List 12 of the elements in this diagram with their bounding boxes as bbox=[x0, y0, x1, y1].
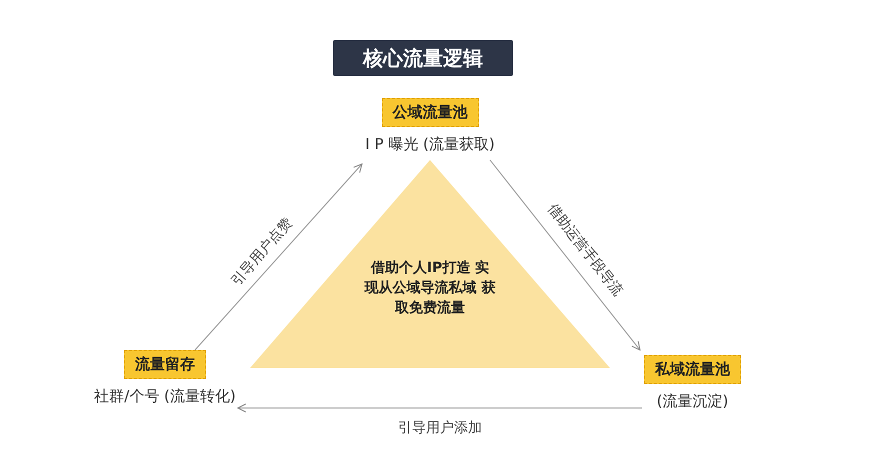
arrow bbox=[490, 160, 640, 350]
arrow bbox=[194, 164, 362, 350]
triangle-text: 借助个人IP打造 实现从公域导流私域 获取免费流量 bbox=[364, 258, 496, 318]
arrow bbox=[237, 404, 642, 412]
pool-tag: 公域流量池 bbox=[382, 98, 478, 127]
diagram-title: 核心流量逻辑 bbox=[333, 40, 513, 76]
pool-description: (流量沉淀) bbox=[656, 392, 728, 411]
edge-label: 引导用户添加 bbox=[396, 419, 484, 437]
pool-description: I P 曝光 (流量获取) bbox=[365, 135, 495, 154]
pool-description: 社群/个号 (流量转化) bbox=[94, 387, 236, 406]
pool-tag: 流量留存 bbox=[124, 350, 206, 379]
pool-tag: 私域流量池 bbox=[644, 355, 741, 384]
